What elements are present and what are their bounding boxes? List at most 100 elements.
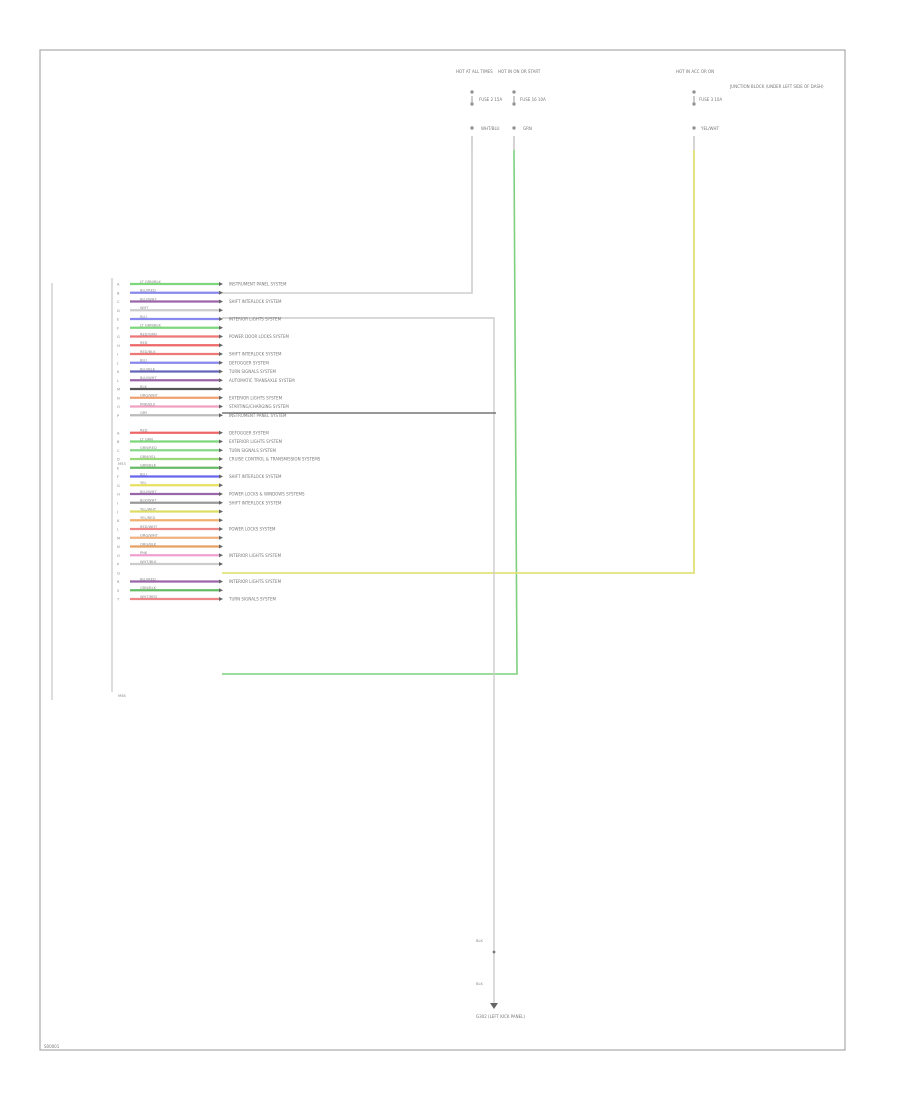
row-wire-code: ORG/WHT xyxy=(140,534,159,538)
row-wire-code: RED/WHT xyxy=(140,525,158,529)
row-pin: I xyxy=(117,501,118,505)
row-system-label: POWER DOOR LOCKS SYSTEM xyxy=(229,334,289,339)
row-pin: T xyxy=(116,598,120,602)
row-system-label: EXTERIOR LIGHTS SYSTEM xyxy=(229,439,283,444)
row-terminal-icon xyxy=(219,588,223,593)
row-system-label: INSTRUMENT PANEL SYSTEM xyxy=(229,413,287,418)
row-pin: D xyxy=(117,309,120,313)
row-system-label: SHIFT INTERLOCK SYSTEM xyxy=(229,299,282,304)
row-terminal-icon xyxy=(219,317,223,321)
fuse-3-title: HOT IN ACC OR ON xyxy=(676,69,714,74)
row-wire-code: YEL/RED xyxy=(140,516,155,520)
row-system-label: SHIFT INTERLOCK SYSTEM xyxy=(229,500,282,505)
row-pin: B xyxy=(117,440,120,444)
feed-wire-wht-blu xyxy=(222,150,473,294)
fuse-1-title: HOT AT ALL TIMES xyxy=(456,69,493,74)
ground-icon xyxy=(490,1003,498,1009)
row-terminal-icon xyxy=(219,343,223,348)
row-terminal-icon xyxy=(219,535,223,540)
row-pin: A xyxy=(117,283,120,287)
row-wire-code: WHT/RED xyxy=(140,595,157,599)
row-terminal-icon xyxy=(219,518,223,523)
row-wire-code: BLU xyxy=(140,315,147,319)
row-pin: N xyxy=(117,545,120,549)
row-system-label: AUTOMATIC TRANSAXLE SYSTEM xyxy=(229,378,295,383)
row-pin: J xyxy=(116,510,118,514)
row-terminal-icon xyxy=(219,562,223,566)
row-terminal-icon xyxy=(219,378,223,383)
row-wire-code: BLU/WHT xyxy=(140,490,157,494)
row-terminal-icon xyxy=(219,509,223,514)
row-terminal-icon xyxy=(219,527,223,531)
row-terminal-icon xyxy=(219,439,223,444)
connector-row: T WHT/RED TURN SIGNALS SYSTEM xyxy=(116,595,276,602)
row-system-label: INTERIOR LIGHTS SYSTEM xyxy=(229,579,282,584)
connector-row: B LT GRN EXTERIOR LIGHTS SYSTEM xyxy=(117,437,283,444)
fuse-2-title: HOT IN ON OR START xyxy=(498,69,541,74)
fuse-connectors xyxy=(471,136,695,150)
row-system-label: DEFOGGER SYSTEM xyxy=(229,360,269,365)
row-terminal-icon xyxy=(219,465,223,470)
row-system-label: POWER LOCKS & WINDOWS SYSTEMS xyxy=(229,492,305,497)
row-pin: R xyxy=(117,580,120,584)
row-wire-code: WHT/BLK xyxy=(140,560,157,564)
connector-label-m53: M53 xyxy=(118,462,126,466)
row-pin: L xyxy=(117,379,119,383)
connector-label-m58: M58 xyxy=(118,694,126,698)
row-pin: Q xyxy=(117,571,120,575)
row-pin: A xyxy=(117,431,120,435)
row-system-label: TURN SIGNALS SYSTEM xyxy=(228,597,276,602)
connector-row: Q xyxy=(117,571,120,575)
row-wire-code: YEL xyxy=(140,481,146,485)
row-wire-code: RED xyxy=(140,429,148,433)
row-wire-code: LT GRN xyxy=(140,437,153,441)
row-system-label: SHIFT INTERLOCK SYSTEM xyxy=(229,352,282,357)
row-pin: G xyxy=(117,484,120,488)
ground-label: G302 (LEFT KICK PANEL) xyxy=(476,1014,525,1019)
feed-wire-yel-wht xyxy=(222,150,695,574)
row-terminal-icon xyxy=(219,500,223,505)
ground-wire-upper: BLK xyxy=(476,939,483,943)
fuse-1-group: HOT AT ALL TIMES FUSE 2 15A WHT/BLU xyxy=(456,69,502,131)
row-terminal-icon xyxy=(219,387,223,391)
row-system-label: SHIFT INTERLOCK SYSTEM xyxy=(229,474,282,479)
junction-block-label: JUNCTION BLOCK (UNDER LEFT SIDE OF DASH) xyxy=(729,84,824,89)
fuse-2-group: HOT IN ON OR START FUSE 16 10A GRN xyxy=(498,69,546,131)
row-terminal-icon xyxy=(219,448,223,453)
row-terminal-icon xyxy=(219,308,223,313)
connector-row: G YEL xyxy=(117,481,223,488)
row-terminal-icon xyxy=(219,299,223,304)
row-terminal-icon xyxy=(219,413,223,418)
row-pin: P xyxy=(117,414,120,418)
diagram-frame xyxy=(39,49,846,1051)
row-terminal-icon xyxy=(219,325,223,330)
row-terminal-icon xyxy=(219,474,223,479)
row-system-label: STARTING/CHARGING SYSTEM xyxy=(229,404,289,409)
row-pin: E xyxy=(117,318,120,322)
fuse-3-wire-code: YEL/WHT xyxy=(700,126,720,131)
row-wire-code: GRN/RED xyxy=(140,446,157,450)
row-wire-code: GRY xyxy=(140,411,148,415)
row-wire-code: RED xyxy=(140,341,148,345)
